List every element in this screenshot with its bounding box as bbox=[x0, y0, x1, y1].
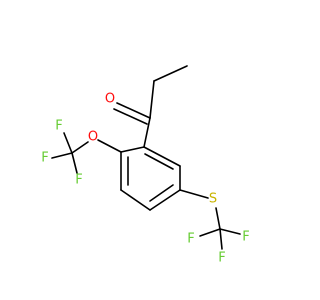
ring-inner-bond-2 bbox=[149, 184, 174, 202]
ring-bond-3 bbox=[149, 189, 181, 211]
bond-ring-sulfur bbox=[179, 189, 209, 199]
atom-ether-o: O bbox=[88, 130, 98, 145]
atom-scf3-f2: F bbox=[218, 251, 225, 266]
bond-scf3-f2 bbox=[219, 228, 223, 250]
ring-bond-4 bbox=[120, 189, 151, 211]
bond-ch2-carbonyl bbox=[149, 80, 155, 119]
bond-sulfur-cf3 bbox=[215, 207, 221, 230]
atom-ocf3-f2: F bbox=[41, 151, 48, 166]
bond-ocf3-f2 bbox=[51, 152, 73, 159]
atom-ocf3-f1: F bbox=[55, 119, 62, 134]
molecule-structure: O O S F F F F F F bbox=[41, 65, 250, 266]
bond-carbonyl-ring bbox=[143, 117, 151, 148]
bond-ocf3-f1 bbox=[63, 132, 73, 154]
bond-carbonyl-o-2 bbox=[113, 108, 148, 125]
atom-carbonyl-o: O bbox=[105, 92, 115, 107]
bond-scf3-f3 bbox=[199, 228, 221, 237]
atom-scf3-f1: F bbox=[242, 230, 249, 245]
bond-carbonyl-o-1 bbox=[116, 102, 151, 119]
bond-scf3-f1 bbox=[219, 228, 241, 235]
ring-inner-bond-1 bbox=[144, 153, 174, 170]
atom-sulfur: S bbox=[209, 192, 217, 207]
atom-ocf3-f3: F bbox=[75, 173, 82, 188]
bond-ring-ether-o bbox=[97, 139, 122, 153]
bond-ether-o-cf3 bbox=[71, 141, 89, 154]
ring-bond-6 bbox=[120, 146, 145, 153]
bond-ch3-ch2 bbox=[153, 65, 188, 82]
structure-canvas: O O S F F F F F F bbox=[41, 65, 250, 266]
atom-scf3-f3: F bbox=[187, 232, 194, 247]
ring-bond-1 bbox=[143, 146, 181, 167]
bond-ocf3-f3 bbox=[71, 152, 78, 174]
